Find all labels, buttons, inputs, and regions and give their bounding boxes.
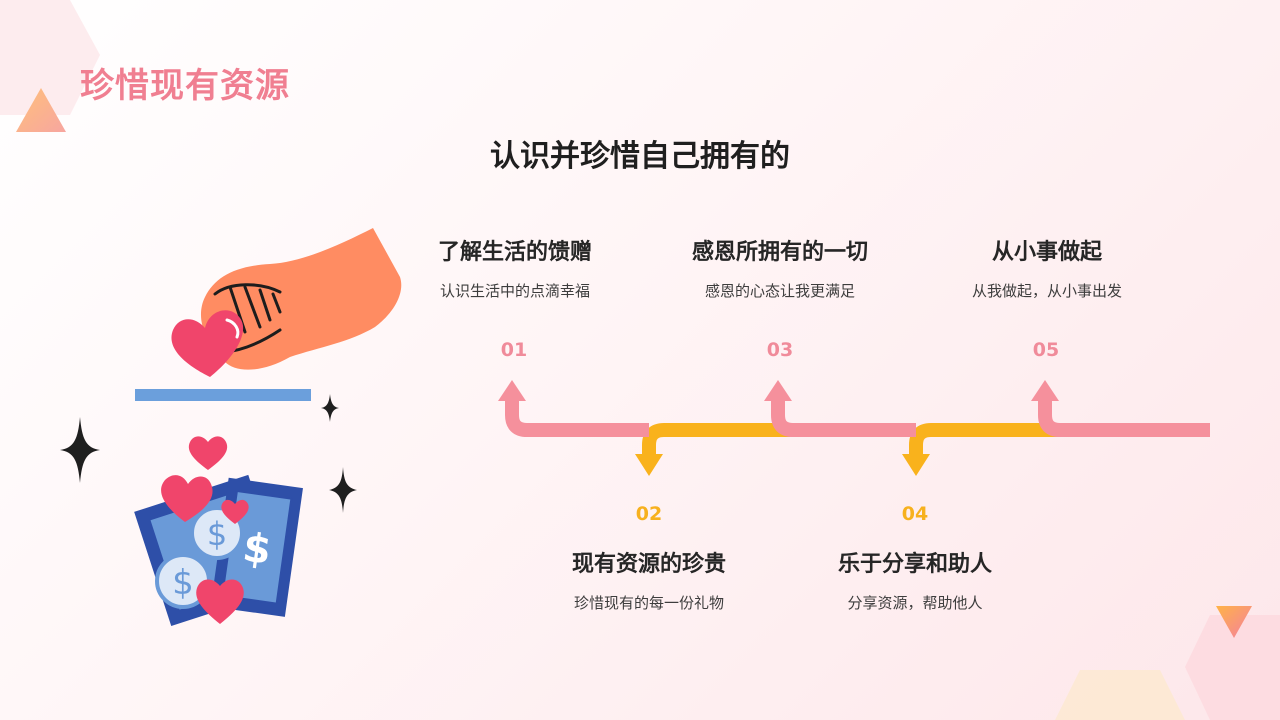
sparkle-icon-medium [329, 467, 357, 513]
svg-text:$: $ [207, 515, 227, 553]
step-title: 现有资源的珍贵 [571, 552, 726, 577]
subtitle: 认识并珍惜自己拥有的 [490, 139, 790, 174]
sparkle-icon-small [321, 394, 339, 422]
step-02: 现有资源的珍贵 珍惜现有的每一份礼物 [529, 546, 769, 613]
hexagon-shape-bottom-right [1185, 615, 1280, 720]
step-description: 感恩的心态让我更满足 [704, 282, 855, 300]
step-title: 乐于分享和助人 [837, 552, 992, 577]
step-description: 分享资源，帮助他人 [847, 594, 983, 612]
step-number-01: 01 [500, 339, 528, 361]
step-description: 认识生活中的点滴幸福 [439, 282, 590, 300]
sparkle-icon-large [60, 417, 100, 483]
timeline-arrows [498, 380, 1210, 476]
step-description: 从我做起，从小事出发 [971, 282, 1122, 300]
triangle-icon-top-left [16, 88, 66, 132]
hexagon-shape-top-left [0, 0, 100, 115]
triangle-icon-bottom-right [1216, 606, 1252, 638]
step-number-02: 02 [635, 503, 663, 525]
step-03: 感恩所拥有的一切 感恩的心态让我更满足 [660, 234, 900, 301]
step-number-05: 05 [1032, 339, 1060, 361]
step-04: 乐于分享和助人 分享资源，帮助他人 [795, 546, 1035, 613]
page-title: 珍惜现有资源 [80, 66, 290, 106]
step-title: 了解生活的馈赠 [437, 240, 592, 265]
svg-text:$: $ [172, 563, 194, 603]
step-01: 了解生活的馈赠 认识生活中的点滴幸福 [395, 234, 635, 301]
step-number-03: 03 [766, 339, 794, 361]
step-title: 感恩所拥有的一切 [691, 240, 868, 265]
hexagon-shape-bottom [1055, 670, 1185, 720]
svg-text:$: $ [240, 525, 274, 574]
hand-heart-illustration: $ $ $ [134, 228, 402, 627]
step-description: 珍惜现有的每一份礼物 [573, 594, 724, 612]
step-title: 从小事做起 [991, 240, 1102, 265]
step-number-04: 04 [901, 503, 929, 525]
step-05: 从小事做起 从我做起，从小事出发 [927, 234, 1167, 301]
